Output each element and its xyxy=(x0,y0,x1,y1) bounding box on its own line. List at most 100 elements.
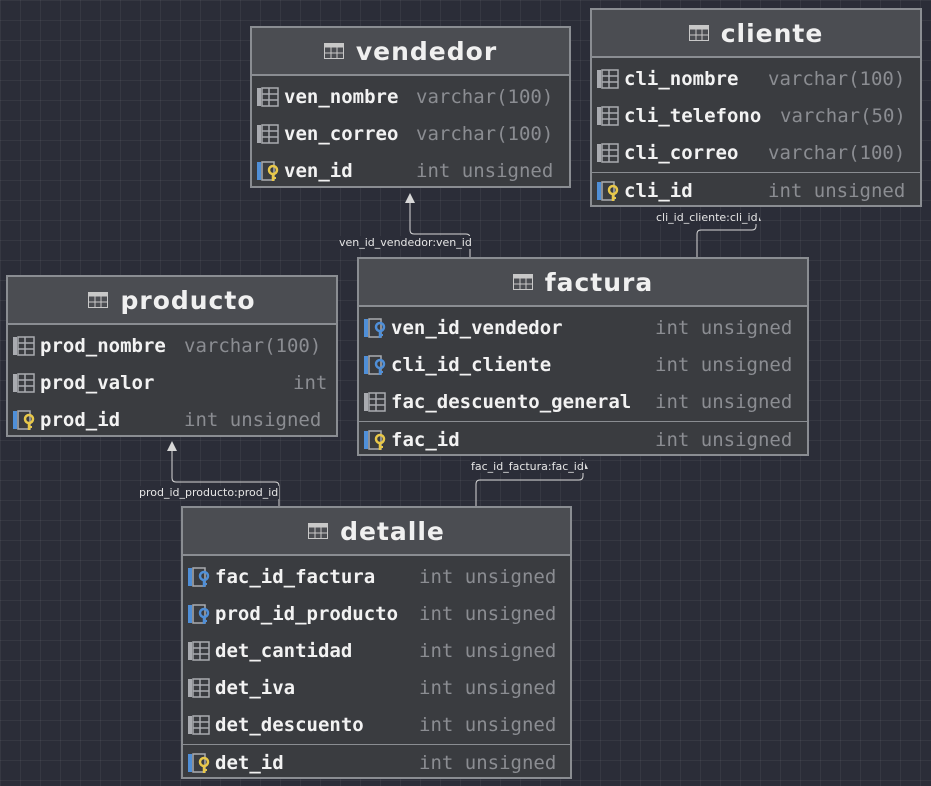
column-row[interactable]: cli_nombre varchar(100) xyxy=(592,60,920,97)
primary-key-icon xyxy=(188,753,210,773)
column-type: int unsigned xyxy=(416,159,554,182)
table-header: vendedor xyxy=(252,28,569,76)
column-name: cli_id_cliente xyxy=(391,353,552,376)
column-row[interactable]: cli_id_cliente int unsigned xyxy=(359,346,807,383)
column-icon xyxy=(597,105,619,126)
column-type: varchar(50) xyxy=(780,104,906,127)
foreign-key-icon xyxy=(364,317,386,338)
table-title: vendedor xyxy=(355,36,498,66)
column-row[interactable]: cli_telefono varchar(50) xyxy=(592,97,920,134)
column-name: cli_nombre xyxy=(624,67,739,90)
column-name: cli_id xyxy=(624,180,693,202)
column-row[interactable]: cli_id int unsigned xyxy=(592,172,920,209)
table-header: producto xyxy=(8,277,336,325)
column-row[interactable]: prod_id int unsigned xyxy=(8,401,336,438)
table-detalle[interactable]: detalle fac_id_factura int unsigned prod… xyxy=(181,506,572,779)
column-name: det_id xyxy=(215,752,284,774)
column-name: ven_nombre xyxy=(284,85,399,108)
column-type: varchar(100) xyxy=(768,141,906,164)
table-header: cliente xyxy=(592,10,920,58)
column-name: cli_correo xyxy=(624,141,739,164)
connector-factura-vendedor xyxy=(405,193,471,258)
column-type: int unsigned xyxy=(419,565,557,588)
column-type: int unsigned xyxy=(419,676,557,699)
table-factura[interactable]: factura ven_id_vendedor int unsigned cli… xyxy=(357,257,809,456)
column-name: det_cantidad xyxy=(215,639,353,662)
column-type: varchar(100) xyxy=(416,122,554,145)
column-icon xyxy=(257,123,279,144)
primary-key-icon xyxy=(13,409,35,430)
column-name: prod_id_producto xyxy=(215,602,399,625)
column-icon xyxy=(257,86,279,107)
column-name: det_iva xyxy=(215,676,296,699)
column-icon xyxy=(188,677,210,698)
column-row[interactable]: fac_id int unsigned xyxy=(359,421,807,458)
table-header: detalle xyxy=(183,508,570,556)
column-type: int unsigned xyxy=(184,408,322,431)
column-name: det_descuento xyxy=(215,713,364,736)
column-name: cli_telefono xyxy=(624,104,762,127)
column-name: ven_id xyxy=(284,159,353,182)
column-type: int unsigned xyxy=(655,429,793,451)
column-row[interactable]: fac_descuento_general int unsigned xyxy=(359,383,807,420)
column-icon xyxy=(13,372,35,393)
column-row[interactable]: det_id int unsigned xyxy=(183,744,570,781)
table-cliente[interactable]: cliente cli_nombre varchar(100) cli_tele… xyxy=(590,8,922,207)
connector-factura-cliente xyxy=(696,211,761,258)
column-row[interactable]: ven_id int unsigned xyxy=(252,152,569,189)
table-title: factura xyxy=(544,267,654,297)
column-row[interactable]: ven_correo varchar(100) xyxy=(252,115,569,152)
table-vendedor[interactable]: vendedor ven_nombre varchar(100) ven_cor… xyxy=(250,26,571,188)
column-row[interactable]: ven_id_vendedor int unsigned xyxy=(359,309,807,346)
column-name: ven_id_vendedor xyxy=(391,316,563,339)
relation-label-producto: prod_id_producto:prod_id xyxy=(138,486,280,499)
column-icon xyxy=(188,714,210,735)
column-type: int unsigned xyxy=(419,713,557,736)
primary-key-icon xyxy=(364,430,386,450)
column-row[interactable]: det_cantidad int unsigned xyxy=(183,632,570,669)
column-name: prod_id xyxy=(40,408,121,431)
column-type: int unsigned xyxy=(655,353,793,376)
column-row[interactable]: prod_id_producto int unsigned xyxy=(183,595,570,632)
primary-key-icon xyxy=(257,160,279,181)
column-icon xyxy=(188,640,210,661)
column-name: prod_valor xyxy=(40,371,155,394)
table-icon xyxy=(512,274,533,290)
column-type: varchar(100) xyxy=(416,85,554,108)
column-name: ven_correo xyxy=(284,122,399,145)
column-icon xyxy=(597,68,619,89)
column-row[interactable]: det_descuento int unsigned xyxy=(183,706,570,743)
column-row[interactable]: ven_nombre varchar(100) xyxy=(252,78,569,115)
column-name: fac_id xyxy=(391,429,460,451)
column-type: varchar(100) xyxy=(184,334,322,357)
column-row[interactable]: prod_valor int xyxy=(8,364,336,401)
column-type: int xyxy=(293,371,328,394)
column-row[interactable]: det_iva int unsigned xyxy=(183,669,570,706)
column-type: int unsigned xyxy=(419,639,557,662)
relation-label-vendedor: ven_id_vendedor:ven_id xyxy=(338,236,473,249)
column-name: prod_nombre xyxy=(40,334,166,357)
primary-key-icon xyxy=(597,181,619,201)
table-icon xyxy=(88,292,109,308)
connector-detalle-producto xyxy=(167,441,280,507)
column-row[interactable]: prod_nombre varchar(100) xyxy=(8,327,336,364)
column-name: fac_descuento_general xyxy=(391,390,632,413)
table-header: factura xyxy=(359,259,807,307)
table-producto[interactable]: producto prod_nombre varchar(100) prod_v… xyxy=(6,275,338,437)
column-name: fac_id_factura xyxy=(215,565,376,588)
table-icon xyxy=(308,523,329,539)
table-title: producto xyxy=(120,285,256,315)
column-type: int unsigned xyxy=(768,180,906,202)
column-type: int unsigned xyxy=(655,390,793,413)
column-type: int unsigned xyxy=(419,752,557,774)
connector-detalle-factura xyxy=(475,459,588,507)
column-row[interactable]: fac_id_factura int unsigned xyxy=(183,558,570,595)
table-title: detalle xyxy=(340,516,445,546)
foreign-key-icon xyxy=(364,354,386,375)
column-type: varchar(100) xyxy=(768,67,906,90)
column-icon xyxy=(364,391,386,412)
column-type: int unsigned xyxy=(655,316,793,339)
column-row[interactable]: cli_correo varchar(100) xyxy=(592,134,920,171)
relation-label-cliente: cli_id_cliente:cli_id xyxy=(655,211,759,224)
column-icon xyxy=(597,142,619,163)
